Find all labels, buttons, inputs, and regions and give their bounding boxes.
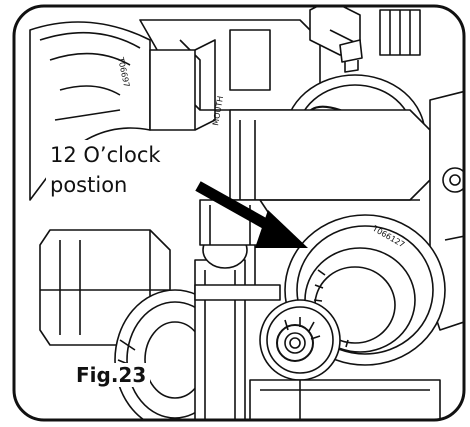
figure-frame <box>12 4 466 422</box>
left-post <box>149 39 216 131</box>
direction-arrow <box>195 181 308 248</box>
front-gear <box>259 299 341 381</box>
top-bracket <box>139 6 421 111</box>
callout-line-2: postion <box>46 170 132 200</box>
callout-line-1: 12 O’clock <box>46 140 165 170</box>
figure-label: Fig.23 <box>72 363 151 387</box>
position-callout: 12 O’clock postion <box>46 140 196 200</box>
